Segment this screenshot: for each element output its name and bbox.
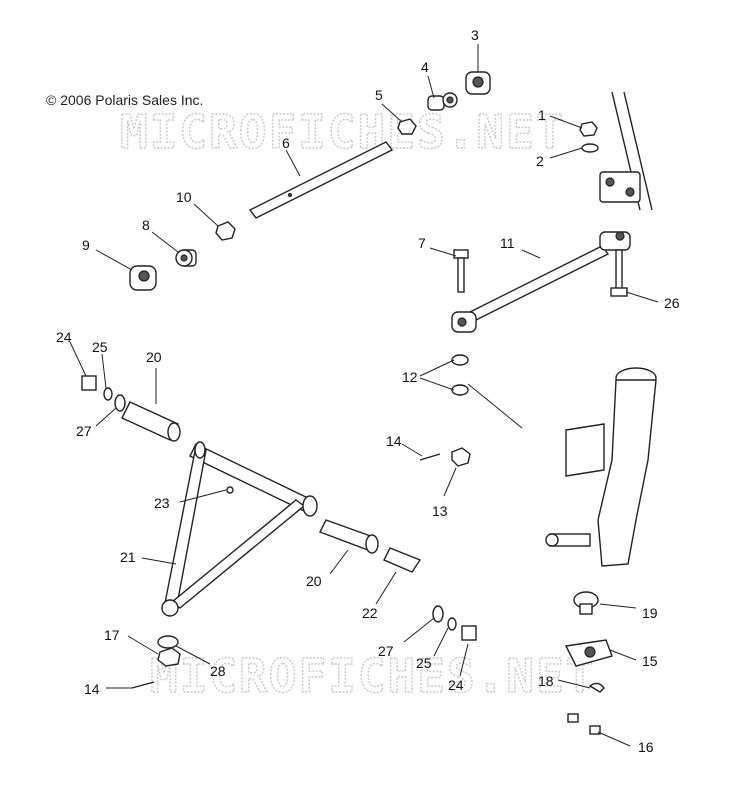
part-24-bolt-right[interactable] bbox=[461, 625, 477, 641]
watermark-bottom: MICROFICHES.NET bbox=[150, 649, 595, 703]
callout-12: 12 bbox=[402, 369, 418, 385]
part-9-rod-end[interactable] bbox=[129, 265, 157, 291]
callout-21: 21 bbox=[120, 549, 136, 565]
callout-10: 10 bbox=[176, 189, 192, 205]
callout-6: 6 bbox=[282, 135, 290, 151]
callout-17: 17 bbox=[104, 627, 120, 643]
callout-14-upper: 14 bbox=[386, 433, 402, 449]
part-26-bolt[interactable] bbox=[610, 249, 628, 297]
callout-20-upper: 20 bbox=[146, 349, 162, 365]
copyright-notice: © 2006 Polaris Sales Inc. bbox=[46, 92, 204, 108]
part-22-sleeve[interactable] bbox=[383, 547, 422, 573]
callout-14-lower: 14 bbox=[84, 681, 100, 697]
part-1-nut[interactable] bbox=[579, 121, 598, 137]
callout-18: 18 bbox=[538, 673, 554, 689]
part-13-castle-nut[interactable] bbox=[451, 447, 471, 467]
part-4-ball-joint[interactable] bbox=[427, 92, 458, 111]
callout-4: 4 bbox=[421, 59, 429, 75]
leader-lines bbox=[69, 44, 659, 747]
callout-22: 22 bbox=[362, 605, 378, 621]
part-11-tie-rod-assembly[interactable] bbox=[451, 231, 631, 333]
part-8-ball-joint[interactable] bbox=[175, 249, 197, 267]
callout-28: 28 bbox=[210, 663, 226, 679]
part-25-washer-left[interactable] bbox=[103, 387, 113, 401]
steering-post bbox=[599, 91, 653, 211]
callout-11: 11 bbox=[500, 235, 515, 251]
callout-25-left: 25 bbox=[92, 339, 108, 355]
callout-23: 23 bbox=[154, 495, 170, 511]
part-21-a-arm[interactable] bbox=[161, 441, 318, 617]
part-3-rod-end[interactable] bbox=[465, 71, 491, 95]
part-24-bolt-left[interactable] bbox=[81, 375, 97, 391]
part-19-ball-joint[interactable] bbox=[573, 591, 599, 615]
part-12-washer-lower[interactable] bbox=[451, 384, 469, 396]
part-16-screw[interactable] bbox=[567, 713, 601, 735]
callout-5: 5 bbox=[375, 87, 383, 103]
callout-19: 19 bbox=[642, 605, 658, 621]
callout-27-right: 27 bbox=[378, 643, 394, 659]
part-20-bushing-upper[interactable] bbox=[121, 401, 181, 442]
callout-8: 8 bbox=[142, 217, 150, 233]
callout-13: 13 bbox=[432, 503, 448, 519]
callout-16: 16 bbox=[638, 739, 654, 755]
part-6-tie-rod[interactable] bbox=[248, 141, 394, 219]
part-18-clip[interactable] bbox=[588, 682, 605, 693]
part-27-washer-left[interactable] bbox=[114, 394, 126, 412]
callout-numbers: 3 4 5 6 1 2 10 8 9 7 11 26 12 14 13 24 2… bbox=[56, 27, 680, 755]
part-17-nut[interactable] bbox=[157, 647, 181, 667]
callout-7: 7 bbox=[418, 235, 426, 251]
part-10-jam-nut[interactable] bbox=[215, 221, 236, 241]
callout-1: 1 bbox=[538, 107, 546, 123]
part-28-washer[interactable] bbox=[157, 635, 179, 649]
part-23-grease-fitting[interactable] bbox=[226, 486, 234, 494]
part-5-jam-nut[interactable] bbox=[397, 118, 417, 135]
watermark-top: MICROFICHES.NET bbox=[120, 105, 565, 159]
callout-25-right: 25 bbox=[416, 655, 432, 671]
callout-3: 3 bbox=[471, 27, 479, 43]
callout-26: 26 bbox=[664, 295, 680, 311]
spindle-knuckle[interactable] bbox=[545, 367, 657, 567]
part-27-washer-right[interactable] bbox=[432, 605, 444, 623]
part-14-cotter-pin-lower[interactable] bbox=[131, 681, 155, 689]
callout-15: 15 bbox=[642, 653, 658, 669]
callout-2: 2 bbox=[536, 153, 544, 169]
callout-9: 9 bbox=[82, 237, 90, 253]
part-14-cotter-pin-upper[interactable] bbox=[419, 453, 441, 461]
callout-24-right: 24 bbox=[448, 677, 464, 693]
part-2-washer[interactable] bbox=[581, 143, 599, 153]
part-15-plate[interactable] bbox=[564, 639, 613, 667]
callout-27-left: 27 bbox=[76, 423, 92, 439]
callout-24-left: 24 bbox=[56, 329, 72, 345]
part-7-bolt[interactable] bbox=[453, 249, 469, 293]
part-20-bushing-lower[interactable] bbox=[319, 519, 379, 554]
part-12-washer-upper[interactable] bbox=[451, 354, 469, 366]
callout-20-lower: 20 bbox=[306, 573, 322, 589]
part-25-washer-right[interactable] bbox=[447, 617, 457, 631]
